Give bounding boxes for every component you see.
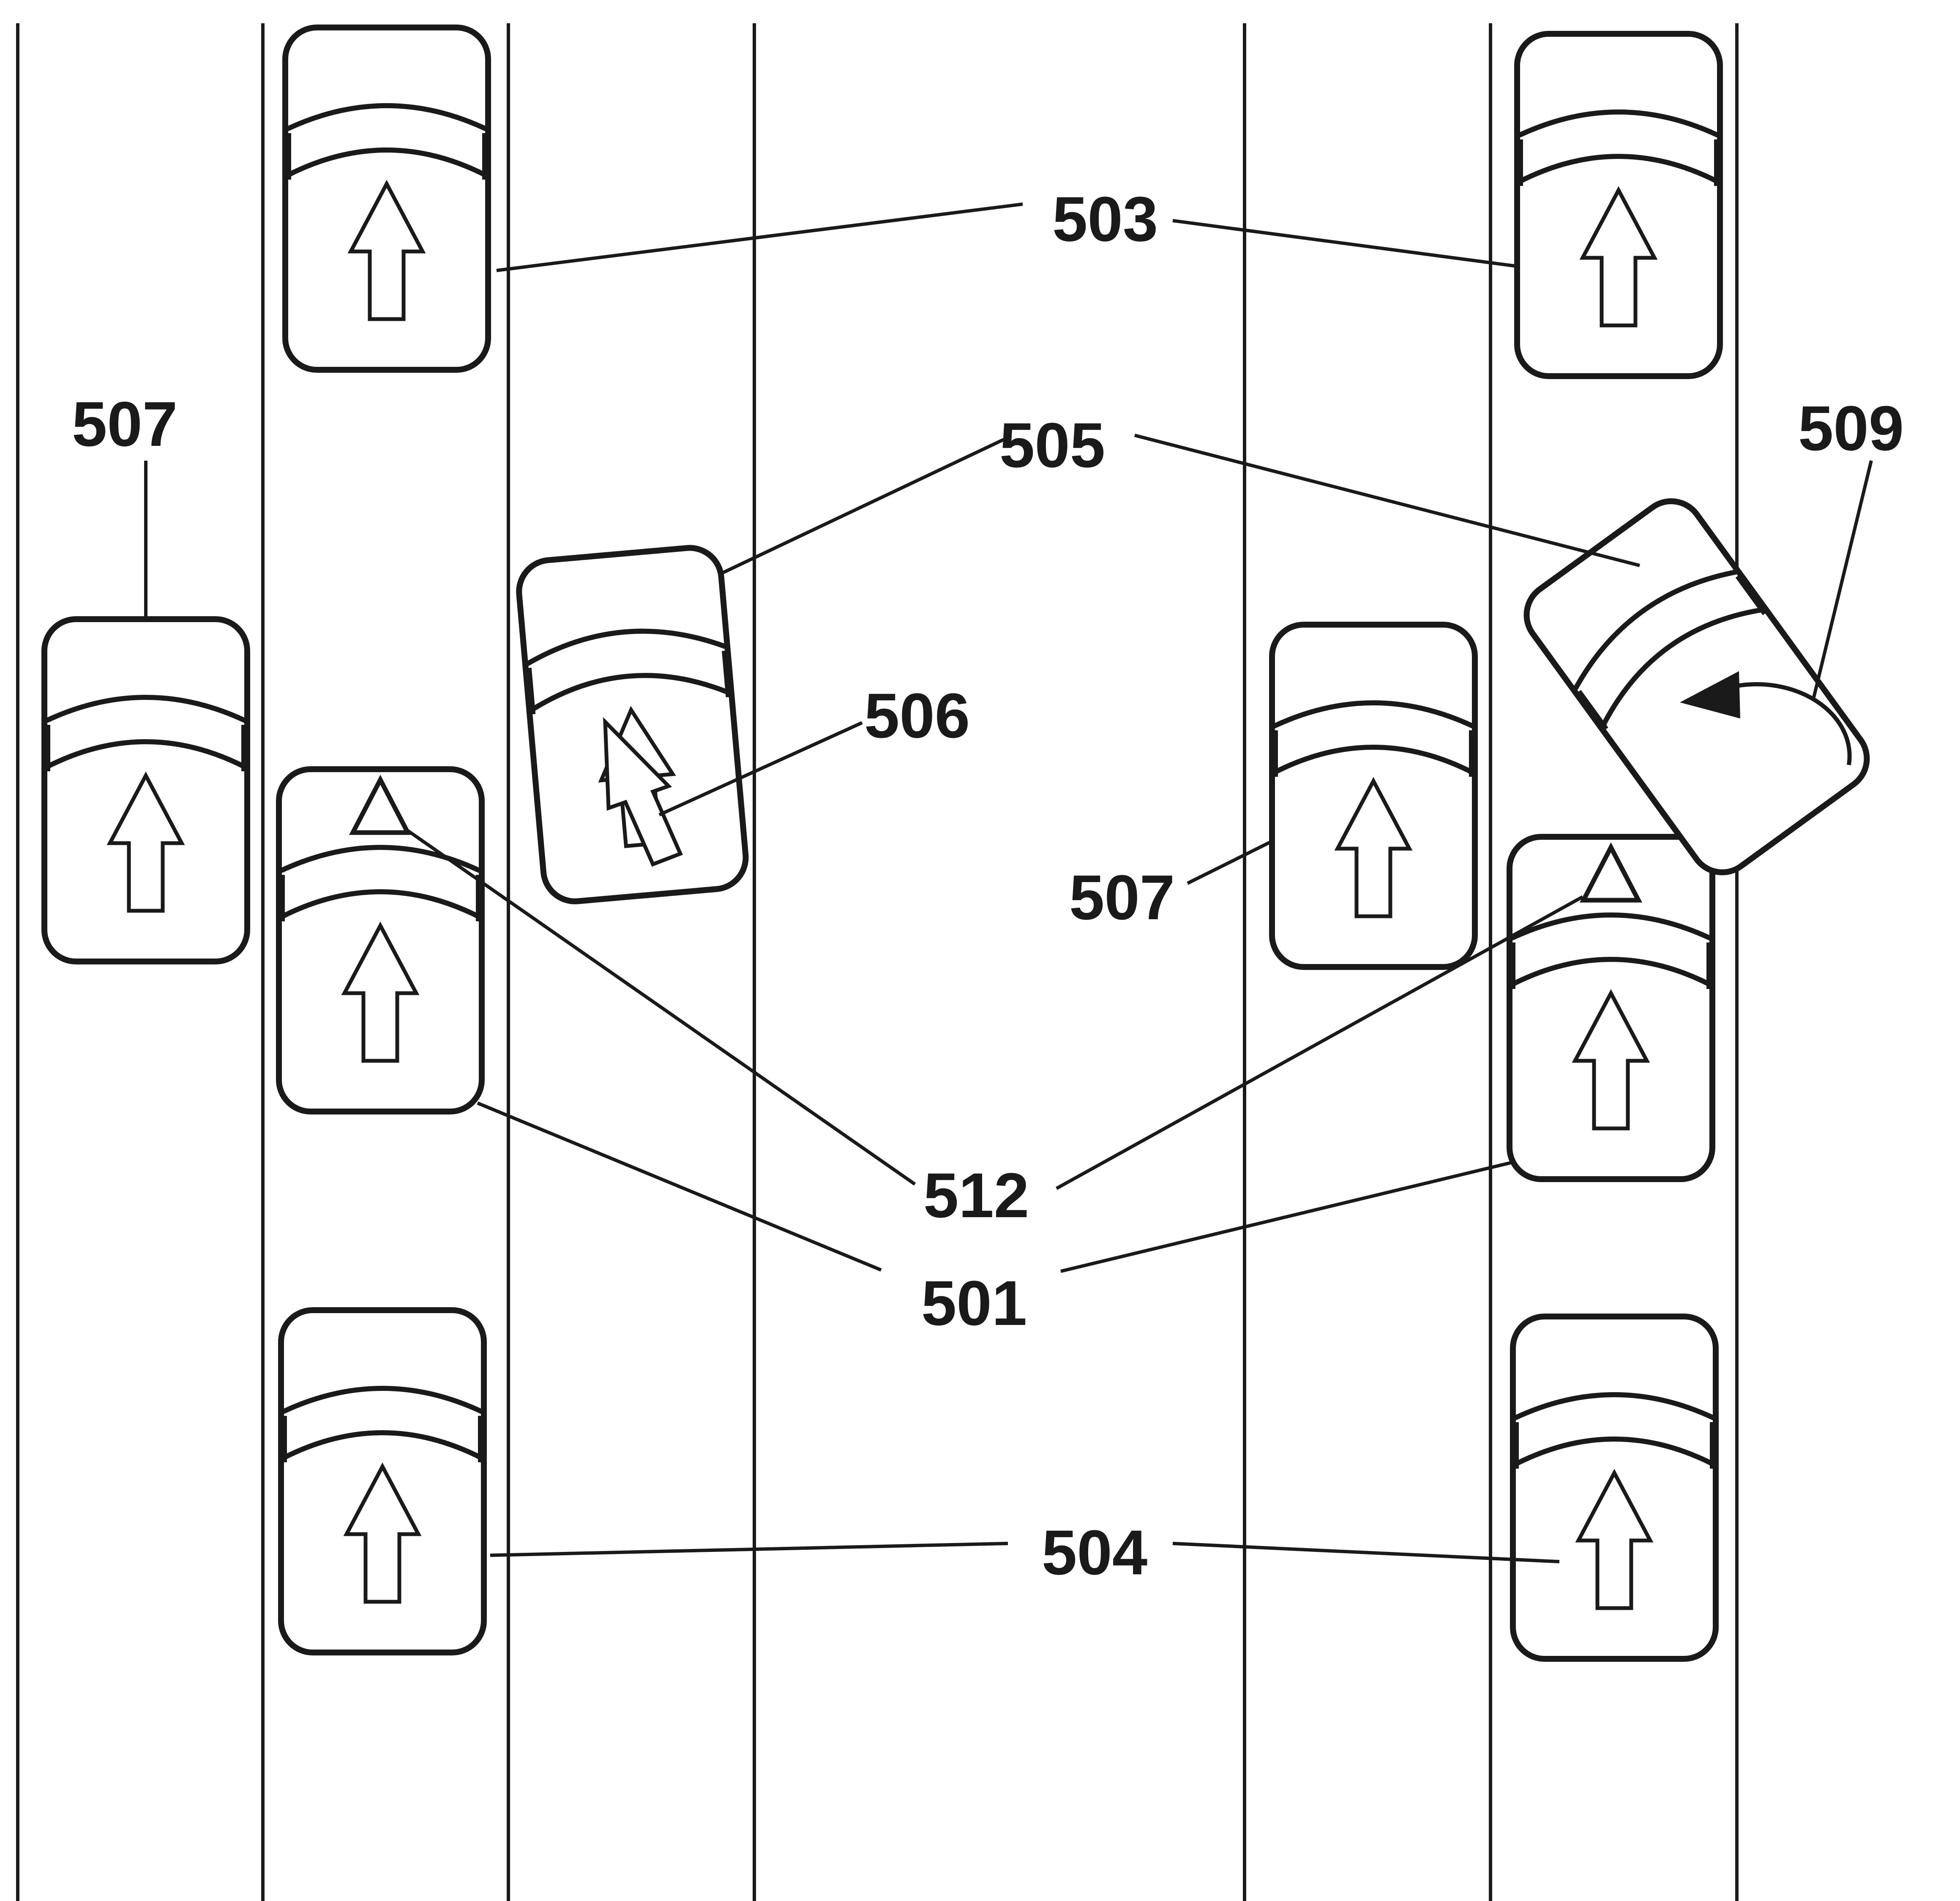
leader-506 bbox=[658, 721, 863, 817]
vehicle-509-spinning bbox=[1523, 498, 1870, 875]
rotation-arrow-icon bbox=[1680, 671, 1852, 765]
heading-arrow-506 bbox=[603, 717, 683, 867]
leader-lines bbox=[144, 202, 1873, 1563]
leader-501-left bbox=[477, 1101, 882, 1272]
lane-lines bbox=[16, 23, 1739, 1901]
reference-labels: 503 507 505 509 506 507 512 501 504 bbox=[72, 183, 1904, 1588]
leader-503-right bbox=[1172, 219, 1518, 268]
label-504: 504 bbox=[1042, 1517, 1147, 1588]
leader-501-right bbox=[1060, 1161, 1513, 1273]
label-507-right: 507 bbox=[1069, 862, 1175, 933]
vehicle-501-left bbox=[279, 769, 482, 1112]
leader-504-left bbox=[490, 1542, 1008, 1557]
vehicle-503-right bbox=[1517, 34, 1720, 376]
leader-504-right bbox=[1172, 1542, 1560, 1563]
leader-512-right bbox=[1056, 895, 1583, 1190]
vehicle-504-left bbox=[281, 1310, 484, 1652]
label-503: 503 bbox=[1052, 183, 1158, 254]
vehicle-504-right bbox=[1513, 1316, 1716, 1659]
leader-512-left bbox=[404, 828, 916, 1186]
vehicle-505-left bbox=[516, 545, 748, 904]
leader-505-right bbox=[1134, 434, 1640, 567]
label-507-left: 507 bbox=[72, 388, 177, 459]
leader-509 bbox=[1812, 460, 1873, 698]
label-501: 501 bbox=[921, 1267, 1027, 1338]
label-505: 505 bbox=[999, 410, 1105, 481]
leader-505-left bbox=[718, 438, 1005, 576]
vehicle-503-left bbox=[285, 27, 488, 370]
vehicle-507-right bbox=[1272, 625, 1475, 967]
label-506: 506 bbox=[864, 680, 970, 751]
leader-503-left bbox=[496, 202, 1023, 272]
leader-507-right bbox=[1187, 839, 1275, 885]
vehicle-507-left bbox=[44, 619, 247, 961]
label-512: 512 bbox=[923, 1160, 1029, 1231]
vehicle-501-right bbox=[1510, 837, 1712, 1179]
warning-triangle-icon bbox=[1579, 842, 1643, 903]
warning-triangle-icon bbox=[349, 775, 412, 835]
label-509: 509 bbox=[1798, 393, 1904, 464]
